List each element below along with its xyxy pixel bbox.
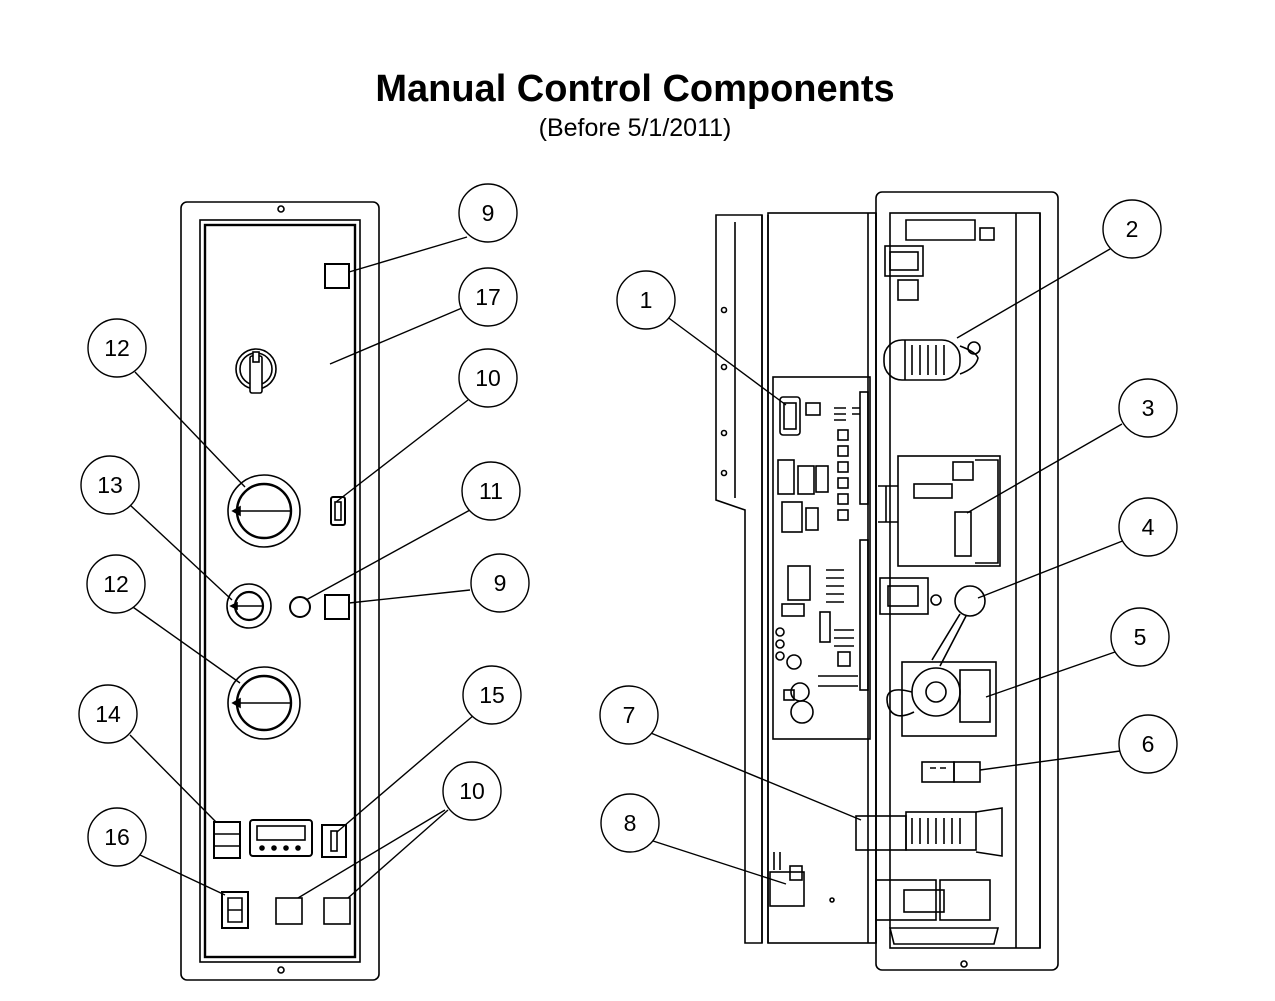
front-panel-inner-frame [199, 219, 361, 963]
control-knob-lower [227, 666, 301, 740]
svg-text:12: 12 [103, 571, 129, 597]
square-light-middle [324, 594, 350, 620]
bay-bottom-hole [829, 897, 835, 903]
svg-text:17: 17 [475, 284, 501, 310]
callout-9-middle: 9 [470, 553, 530, 613]
control-box-open [715, 191, 1059, 971]
terminal-block-top [884, 219, 995, 301]
callout-10-lower: 10 [442, 761, 502, 821]
callout-3: 3 [1118, 378, 1178, 438]
mount-hole-bottom [277, 966, 285, 974]
slot-fuse [330, 496, 346, 526]
rocker-switch-bottom [221, 891, 249, 929]
svg-text:15: 15 [479, 682, 505, 708]
mount-hole-top [277, 205, 285, 213]
small-relay [921, 761, 981, 783]
svg-text:12: 12 [104, 335, 130, 361]
circuit-board [772, 376, 871, 740]
svg-text:14: 14 [95, 701, 121, 727]
rocker-switch-left [213, 821, 241, 859]
svg-text:9: 9 [494, 570, 507, 596]
front-panel-frame [180, 201, 380, 981]
callout-14: 14 [78, 684, 138, 744]
callout-12-upper: 12 [87, 318, 147, 378]
svg-text:8: 8 [624, 810, 637, 836]
svg-text:13: 13 [97, 472, 123, 498]
svg-text:10: 10 [459, 778, 485, 804]
selector-knob-small [226, 583, 272, 629]
diagram-title: Manual Control Components [375, 68, 895, 110]
callout-12-lower: 12 [86, 554, 146, 614]
round-indicator-light [289, 596, 311, 618]
sensor-round-icon [931, 585, 986, 667]
enclosure-bottom-hole [960, 960, 968, 968]
connector-block-mid [879, 577, 942, 615]
slot-fuse-inner [334, 501, 342, 521]
door-panel [715, 214, 763, 944]
svg-text:11: 11 [479, 478, 503, 504]
svg-text:6: 6 [1142, 731, 1155, 757]
key-switch-icon [235, 348, 277, 394]
callout-17: 17 [458, 267, 518, 327]
diagram-subtitle: (Before 5/1/2011) [538, 114, 732, 142]
svg-text:16: 16 [104, 824, 130, 850]
blower-assembly [886, 661, 997, 737]
svg-text:5: 5 [1134, 624, 1147, 650]
callout-15: 15 [462, 665, 522, 725]
switch-right [321, 824, 347, 858]
callout-5: 5 [1110, 607, 1170, 667]
callouts: 9 17 12 10 13 11 12 9 14 15 10 16 1 2 3 … [78, 183, 1178, 867]
terminal-strip [855, 807, 1003, 857]
svg-text:4: 4 [1142, 514, 1155, 540]
callout-9-top: 9 [458, 183, 518, 243]
enclosure-back [875, 191, 1059, 971]
front-panel-face [203, 223, 357, 959]
digital-display [249, 819, 313, 857]
leader-lines [129, 236, 1126, 899]
callout-2: 2 [1102, 199, 1162, 259]
callout-13: 13 [80, 455, 140, 515]
callout-11: 11 [461, 461, 521, 521]
svg-text:10: 10 [475, 365, 501, 391]
square-light-bottom-left [275, 897, 303, 925]
svg-text:7: 7 [623, 702, 636, 728]
terminal-block-bottom [875, 879, 1000, 945]
callout-7: 7 [599, 685, 659, 745]
svg-text:9: 9 [482, 200, 495, 226]
svg-text:3: 3 [1142, 395, 1155, 421]
svg-text:1: 1 [640, 287, 653, 313]
square-light-bottom-right [323, 897, 351, 925]
svg-text:2: 2 [1126, 216, 1139, 242]
bay-switch [769, 852, 805, 907]
front-panel [180, 201, 380, 981]
square-light-top [324, 263, 350, 289]
callout-1: 1 [616, 270, 676, 330]
callout-8: 8 [600, 793, 660, 853]
control-knob-upper [227, 474, 301, 548]
callout-4: 4 [1118, 497, 1178, 557]
callout-6: 6 [1118, 714, 1178, 774]
callout-10-upper: 10 [458, 348, 518, 408]
motor-icon [883, 339, 981, 381]
relay-module [878, 455, 1001, 567]
callout-16: 16 [87, 807, 147, 867]
